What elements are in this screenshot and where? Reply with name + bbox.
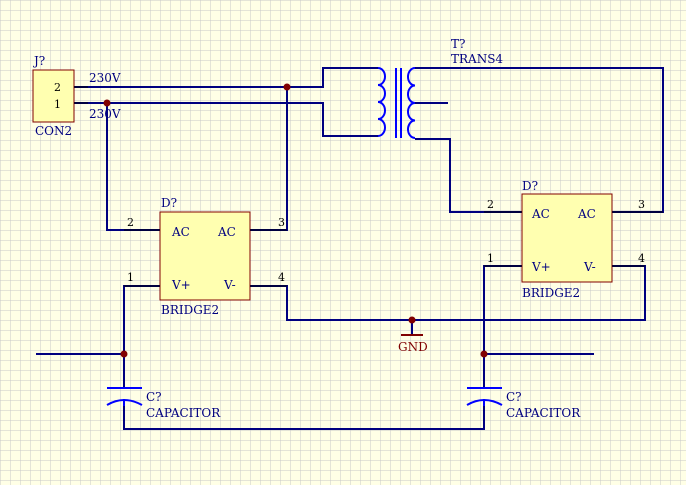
- connector-ref: J?: [32, 54, 45, 68]
- bridge-left-pin-4-number: 4: [278, 271, 285, 284]
- capacitor-right[interactable]: [466, 387, 503, 406]
- bridge-right-value: BRIDGE2: [522, 286, 580, 300]
- bridge-right-ref: D?: [522, 179, 538, 193]
- bridge-right[interactable]: D? AC AC V+ V- 2 3 1 4 BRIDGE2: [484, 179, 663, 300]
- bridge-right-vplus: V+: [531, 260, 551, 274]
- bridge-left-pin-3-number: 3: [278, 216, 285, 229]
- bridge-right-ac-right: AC: [577, 207, 596, 221]
- bridge-left[interactable]: D? AC AC V+ V- 2 3 1 4 BRIDGE2: [124, 196, 287, 317]
- connector-body[interactable]: [32, 69, 75, 123]
- bridge-right-pin-1-number: 1: [487, 252, 494, 265]
- transformer-value: TRANS4: [451, 52, 503, 66]
- bridge-right-pin-3-number: 3: [638, 198, 645, 211]
- transformer-ref: T?: [451, 37, 465, 51]
- capacitor-right-value: CAPACITOR: [506, 406, 581, 420]
- bridge-right-ac-left: AC: [531, 207, 550, 221]
- wire-net-230v-bottom[interactable]: [74, 102, 378, 137]
- ground-label: GND: [398, 340, 428, 354]
- bridge-right-pin-4-number: 4: [638, 252, 645, 265]
- bridge-left-pin-2-number: 2: [127, 216, 134, 229]
- junction-dot: [408, 316, 416, 324]
- bridge-right-body[interactable]: [521, 193, 613, 283]
- capacitor-right-ref: C?: [506, 390, 522, 404]
- bridge-right-pin-2-number: 2: [487, 198, 494, 211]
- bridge-left-pin-1-number: 1: [127, 271, 134, 284]
- capacitor-left[interactable]: [106, 387, 143, 406]
- transformer-core: [395, 68, 402, 138]
- connector-value: CON2: [35, 124, 72, 138]
- bridge-left-ref: D?: [161, 196, 177, 210]
- wire-primary-top[interactable]: [287, 67, 378, 88]
- connector-j[interactable]: J? 2 1 CON2 230V 230V: [32, 54, 121, 138]
- junction-dot: [480, 350, 488, 358]
- junction-dot: [120, 350, 128, 358]
- transformer-primary-coil: [377, 67, 386, 137]
- bridge-left-vplus: V+: [171, 278, 191, 292]
- connector-pin-1-number: 1: [54, 98, 61, 111]
- bridge-left-body[interactable]: [159, 211, 251, 301]
- bridge-right-vminus: V-: [583, 260, 596, 274]
- bridge-left-ac-right: AC: [217, 225, 236, 239]
- capacitor-left-ref: C?: [146, 390, 162, 404]
- bridge-left-vminus: V-: [223, 278, 236, 292]
- bridge-left-value: BRIDGE2: [161, 303, 219, 317]
- net-label-230v-top: 230V: [89, 71, 121, 85]
- junction-dot: [283, 83, 291, 91]
- connector-pin-2-number: 2: [54, 81, 61, 94]
- transformer-t[interactable]: T? TRANS4: [377, 37, 503, 139]
- wire-capacitor-return[interactable]: [123, 406, 485, 430]
- net-label-230v-bottom: 230V: [89, 107, 121, 121]
- junctions: [103, 83, 488, 358]
- ground-symbol[interactable]: GND: [398, 334, 428, 354]
- transformer-secondary-coil: [407, 67, 416, 139]
- capacitor-left-value: CAPACITOR: [146, 406, 221, 420]
- bridge-left-ac-left: AC: [171, 225, 190, 239]
- junction-dot: [103, 99, 111, 107]
